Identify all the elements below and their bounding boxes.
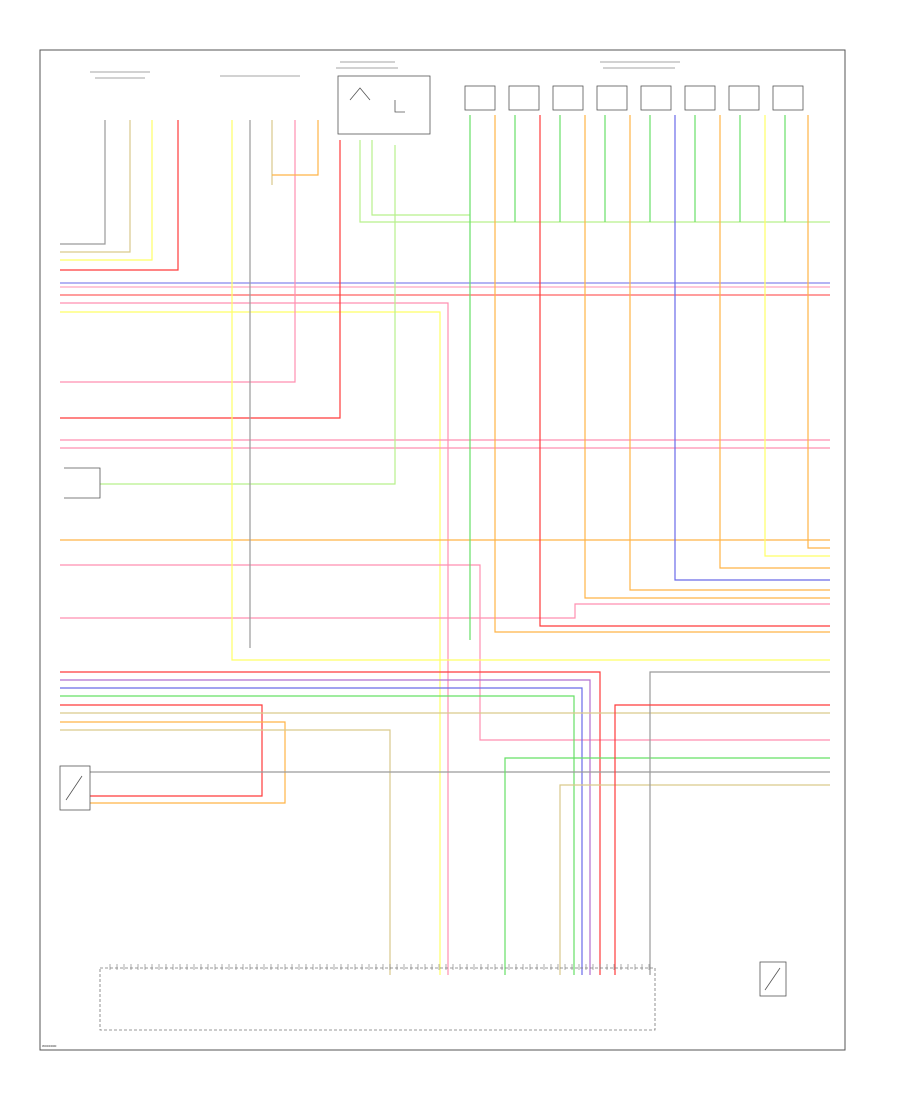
wire-h-1 [60,120,106,245]
wire-h-2 [60,120,131,253]
ecm-connector [99,964,656,1031]
injector-wire-12 [719,115,830,569]
wire-h-7 [60,302,449,975]
injector-box-5 [640,85,672,111]
injector-box-4 [596,85,628,111]
wire-v-1 [231,120,830,661]
sensor-box-2 [59,765,91,811]
wire-h-15 [60,564,830,741]
lower-right-sensor [759,961,787,997]
wire-h-9 [60,120,296,383]
wire-v-6 [371,140,470,216]
page-code: W000000 [42,1044,57,1048]
injector-box-7 [728,85,760,111]
injector-wire-14 [764,115,830,557]
wire-h-26 [504,757,830,975]
wire-h-4 [60,120,179,271]
sensor-box-1 [64,467,101,499]
injector-wire-10 [674,115,830,581]
injector-row [464,85,804,111]
injector-box-8 [772,85,804,111]
wire-h-17 [60,671,601,975]
injector-wire-16 [807,115,830,549]
injector-box-2 [508,85,540,111]
relay-box [337,75,431,135]
wire-h-27 [559,784,830,975]
wire-h-19 [60,687,583,975]
injector-wire-2 [494,115,830,633]
wire-h-13 [100,145,396,485]
wire-v-5 [359,140,830,223]
wire-h-24 [60,729,391,975]
wire-h-18 [60,679,591,975]
wire-h-23 [60,721,286,804]
wire-h-20 [60,695,575,975]
wire-h-8 [60,311,441,975]
wire-h-21 [60,704,263,797]
diagram-border [39,49,846,1051]
wire-h-10 [60,140,341,419]
wire-h-3 [60,120,153,261]
injector-wire-6 [584,115,830,599]
wire-h-29 [614,704,830,975]
injector-box-6 [684,85,716,111]
injector-box-1 [464,85,496,111]
wire-h-16 [60,603,830,619]
wire-h-28 [649,671,830,975]
wire-v-4 [272,120,319,176]
injector-wire-4 [539,115,830,627]
injector-wire-8 [629,115,830,591]
component-headers [90,61,680,79]
injector-box-3 [552,85,584,111]
wire-layer [60,115,830,975]
